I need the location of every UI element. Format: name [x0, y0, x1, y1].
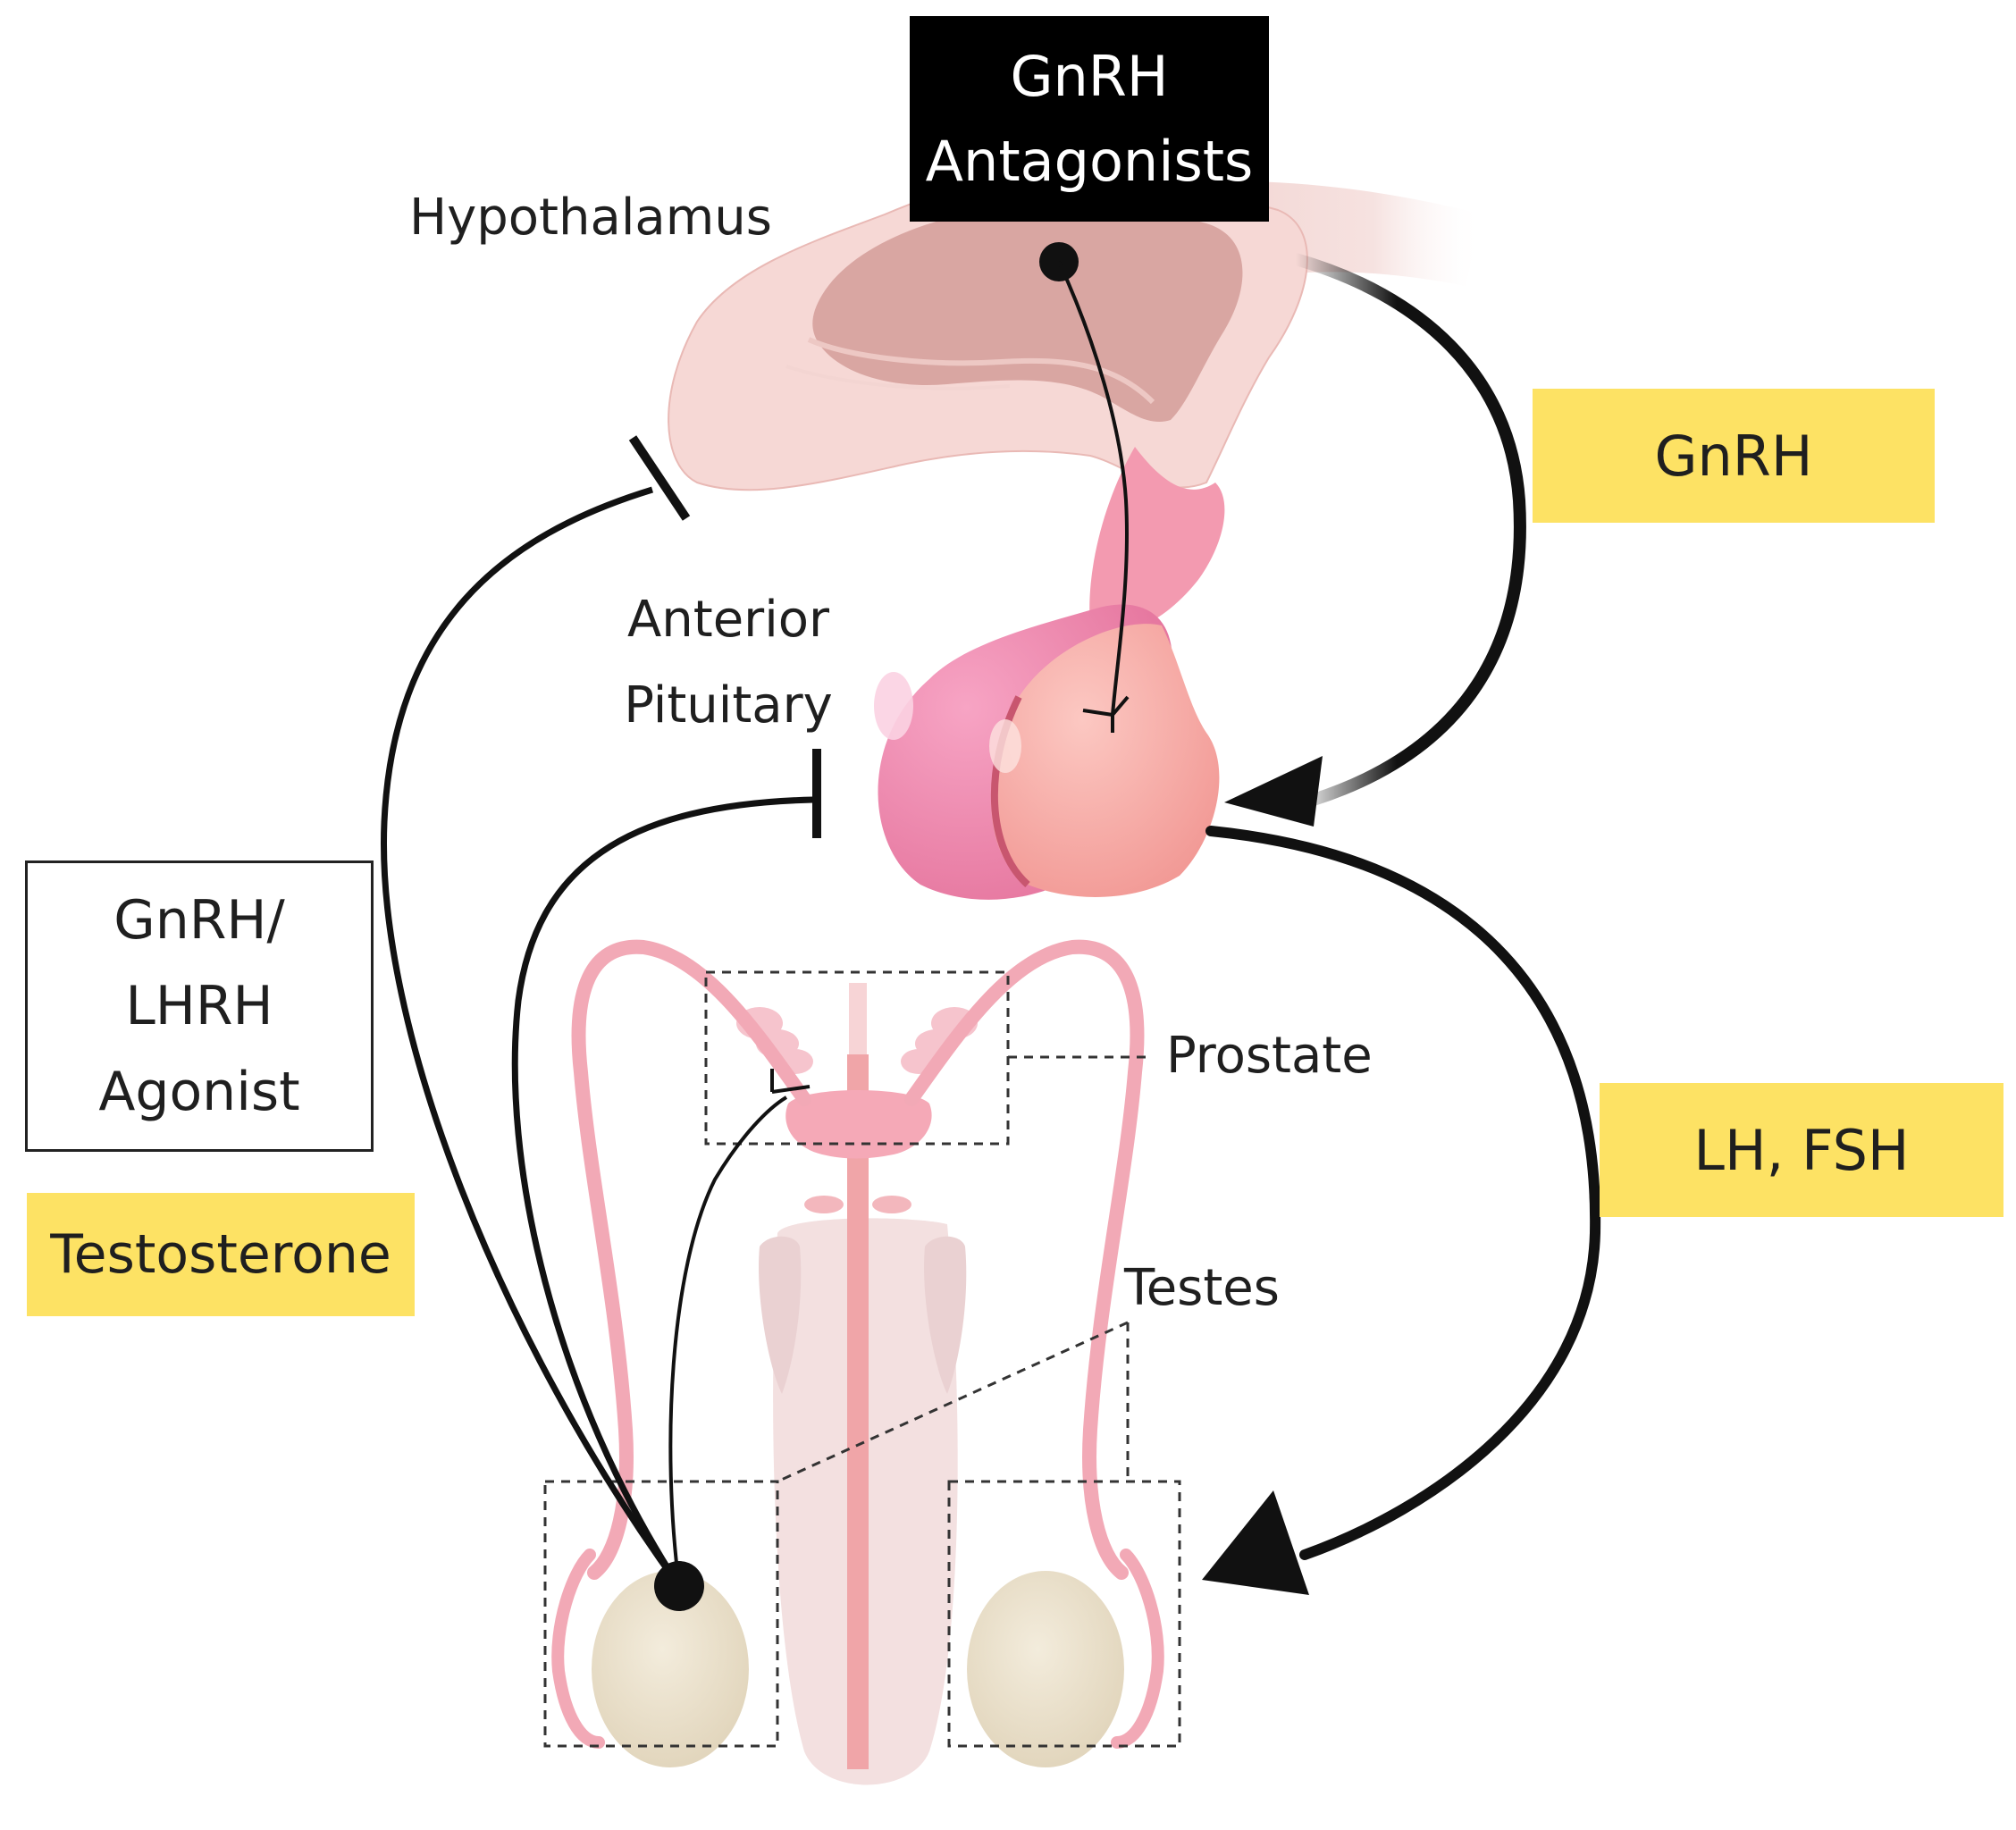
gnrh-antagonists-line1: GnRH — [1010, 43, 1169, 109]
pituitary-shape — [874, 447, 1225, 900]
gnrh-label: GnRH — [1654, 423, 1813, 489]
hypothalamus-shape — [668, 175, 1483, 491]
lh-fsh-label: LH, FSH — [1693, 1117, 1910, 1183]
testosterone-label: Testosterone — [50, 1223, 391, 1286]
gnrh-highlight-box: GnRH — [1533, 389, 1935, 523]
testosterone-to-prostate-line — [668, 1095, 788, 1587]
prostate-label: Prostate — [1166, 1027, 1373, 1085]
hypothalamus-inhibition-bar — [628, 435, 691, 521]
testosterone-highlight-box: Testosterone — [27, 1193, 415, 1316]
testosterone-to-pituitary-line — [511, 796, 814, 1588]
hypothalamus-label: Hypothalamus — [409, 189, 772, 247]
agonist-line3: Agonist — [98, 1061, 300, 1123]
left-testis-dashed-box — [543, 1480, 779, 1748]
testes-label: Testes — [1123, 1259, 1280, 1317]
anterior-pituitary-label-line2: Pituitary — [624, 676, 833, 735]
gnrh-antagonists-box: GnRH Antagonists — [910, 16, 1269, 222]
gnrh-arrow-head — [1224, 756, 1323, 827]
right-testis-dashed-box — [947, 1480, 1181, 1748]
agonist-line1: GnRH/ — [113, 889, 285, 952]
gnrh-antagonists-line2: Antagonists — [925, 129, 1254, 194]
pituitary-receptor-mark — [1082, 695, 1130, 733]
agonist-line2: LHRH — [125, 975, 273, 1037]
lh-fsh-highlight-box: LH, FSH — [1600, 1083, 2003, 1217]
anterior-pituitary-label-line1: Anterior — [627, 591, 830, 649]
antagonist-line — [1057, 261, 1129, 716]
testosterone-to-hypothalamus-line — [380, 486, 682, 1589]
lh-fsh-arrow-path — [1205, 826, 1601, 1560]
testosterone-source-dot — [654, 1561, 704, 1611]
agonist-box: GnRH/ LHRH Agonist — [25, 860, 374, 1152]
prostate-receptor-mark — [770, 1069, 811, 1094]
lh-fsh-arrow-head — [1202, 1490, 1309, 1595]
gnrh-arrow-path — [1289, 253, 1526, 806]
reproductive-shape — [551, 939, 1164, 1785]
